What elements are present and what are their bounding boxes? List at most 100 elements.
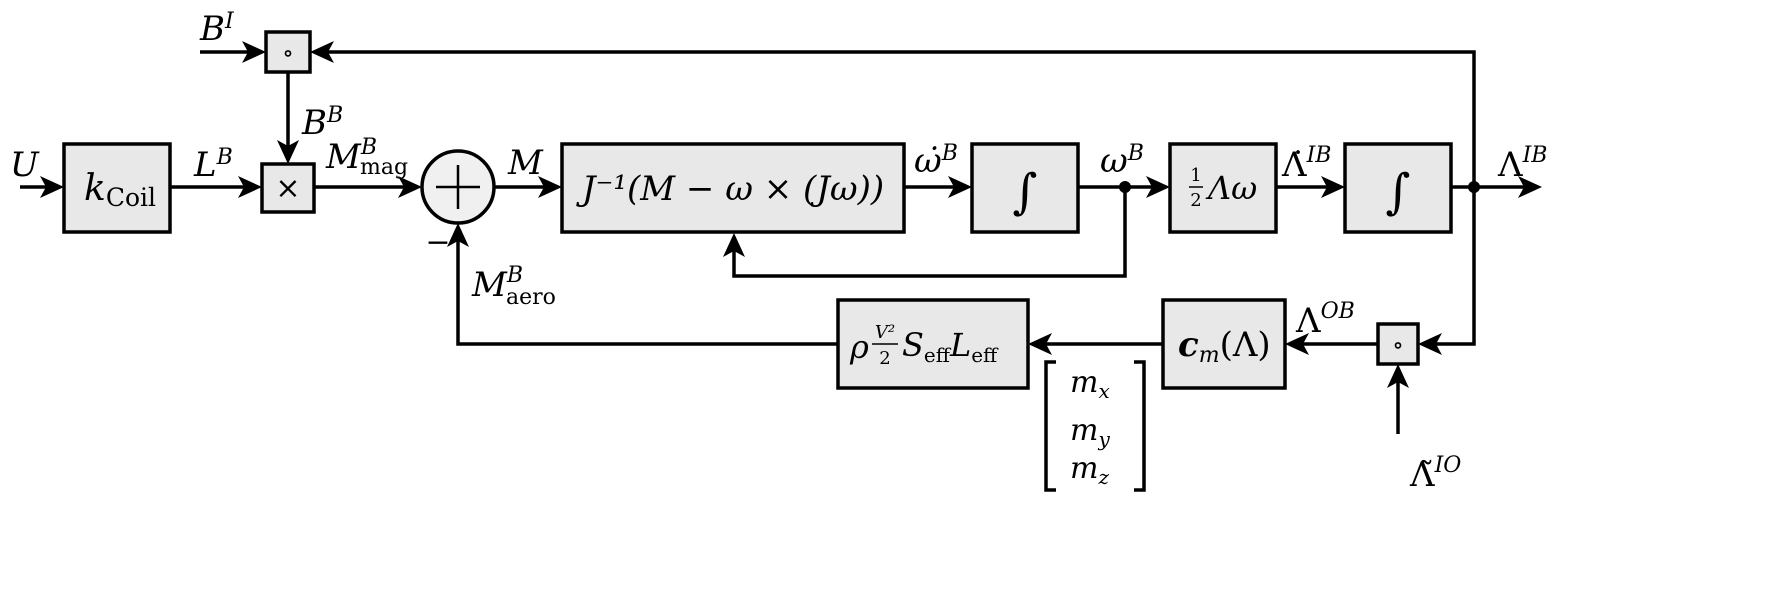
svg-text:BB: BB (301, 103, 343, 143)
svg-text:cm(Λ): cm(Λ) (1178, 325, 1271, 368)
arrowhead (40, 176, 64, 198)
svg-text:ωB: ωB (1100, 141, 1144, 181)
aero-s: S (902, 326, 924, 364)
coefficient-vector: mx my mz (1044, 360, 1146, 492)
wires (20, 50, 1532, 434)
aero-num: V² (875, 322, 895, 343)
label-omega-base: ω (1100, 141, 1128, 181)
block-aero-coeff: cm(Λ) (1161, 298, 1287, 390)
label-omega-sup: B (1127, 141, 1144, 166)
arrowhead (238, 176, 262, 198)
bracket-left (1044, 360, 1056, 492)
coeff-base: c (1178, 325, 1199, 365)
arrowhead (723, 233, 745, 257)
kinematics-text: Λω (1205, 169, 1257, 207)
wire-maero (456, 231, 838, 346)
label-bb-base: B (301, 103, 327, 143)
arrowhead (1387, 364, 1409, 388)
label-bi-base: B (199, 9, 225, 49)
label-maero-sub: aero (506, 285, 556, 310)
block-integrator-2: ∫ (1343, 142, 1453, 234)
block-dynamics-label: J⁻¹(M − ω × (Jω)) (576, 169, 884, 209)
wire-lambda-top-feedback (318, 50, 1476, 187)
arrowhead (277, 140, 299, 164)
svg-text:mx: mx (1070, 365, 1110, 403)
label-lambdaio-base: Λ̃ (1409, 455, 1435, 495)
label-lb-base: L (193, 145, 217, 185)
label-maero-base: M (471, 265, 508, 305)
vector-entry-base: m (1070, 451, 1098, 486)
block-k-coil-sub: Coil (106, 183, 156, 212)
arrowhead (1285, 333, 1309, 355)
kinematics-den: 2 (1190, 190, 1201, 211)
label-lambdaob-base: Λ (1295, 301, 1321, 341)
svg-text:BI: BI (199, 9, 235, 49)
vector-entry-sub: z (1097, 465, 1109, 489)
label-bi-sup: I (224, 9, 235, 34)
integral-icon: ∫ (1385, 164, 1410, 220)
junction-dot-lambda (1468, 181, 1480, 193)
svg-text:ΛOB: ΛOB (1295, 299, 1355, 341)
label-omegadot-sup: B (941, 141, 958, 166)
arrowhead (398, 176, 422, 198)
svg-text:kCoil: kCoil (84, 168, 156, 212)
block-k-coil-base: k (84, 168, 106, 209)
arrowhead (538, 176, 562, 198)
multiply-icon: × (275, 171, 300, 206)
vector-entry-base: m (1070, 413, 1098, 448)
arrowheads (40, 41, 1542, 388)
svg-text:my: my (1070, 413, 1110, 451)
arrowhead (1028, 333, 1052, 355)
label-lambdadot-base: Λ̇ (1281, 145, 1307, 185)
svg-text:ω̇B: ω̇B (914, 141, 958, 181)
signal-labels: U BI LB BB MB mag M ω̇B ωB Λ̇IB ΛIB ΛOB … (10, 9, 1547, 495)
label-mmag-sub: mag (360, 155, 408, 180)
kinematics-num: 1 (1190, 165, 1201, 186)
label-mmag-base: M (325, 137, 362, 177)
label-bb-sup: B (326, 103, 343, 128)
block-sum: − (420, 149, 496, 260)
svg-text:Λ̃IO: Λ̃IO (1409, 453, 1461, 495)
block-aero-moment: ρ V² 2 SeffLeff (836, 298, 1030, 390)
minus-sign: − (425, 225, 450, 260)
label-lambdaob-sup: OB (1321, 299, 1355, 324)
wire-omega-feedback (732, 187, 1127, 278)
aero-l: L (949, 326, 971, 364)
label-lambda-base: Λ (1497, 145, 1523, 185)
aero-s-sub: eff (924, 343, 952, 367)
label-m: M (507, 143, 544, 183)
vector-entry-sub: y (1097, 427, 1110, 451)
svg-text:mz: mz (1070, 451, 1109, 489)
arrowhead (310, 41, 334, 63)
svg-text:SeffLeff: SeffLeff (902, 326, 999, 367)
svg-text:ΛIB: ΛIB (1497, 143, 1547, 185)
arrowhead (1518, 176, 1542, 198)
label-maero-sup: B (506, 263, 523, 288)
block-compose-top: ∘ (264, 30, 312, 74)
label-lambdaio-sup: IO (1434, 453, 1462, 478)
coeff-sub: m (1199, 343, 1220, 368)
aero-l-sub: eff (971, 343, 999, 367)
label-lambdadot-sup: IB (1306, 143, 1332, 168)
wire-lambda-bottom-feedback (1426, 187, 1476, 346)
label-mmag-sup: B (360, 135, 377, 160)
block-dynamics: J⁻¹(M − ω × (Jω)) (560, 142, 906, 234)
block-k-coil: kCoil (62, 142, 172, 234)
junction-dot-omega (1119, 181, 1131, 193)
label-omegadot-base: ω̇ (914, 141, 942, 181)
block-compose-bottom: ∘ (1376, 322, 1420, 366)
arrowhead (242, 41, 266, 63)
label-u: U (10, 145, 40, 185)
svg-text:LB: LB (193, 145, 233, 185)
arrowhead (447, 223, 469, 247)
integral-icon: ∫ (1012, 164, 1037, 220)
block-multiply: × (260, 162, 316, 214)
aero-den: 2 (879, 348, 890, 369)
vector-entry-sub: x (1098, 379, 1109, 403)
arrowhead (1321, 176, 1345, 198)
vector-entry-base: m (1070, 365, 1098, 400)
aero-rho: ρ (849, 328, 869, 366)
block-kinematics: 1 2 Λω (1168, 142, 1278, 234)
arrowhead (948, 176, 972, 198)
